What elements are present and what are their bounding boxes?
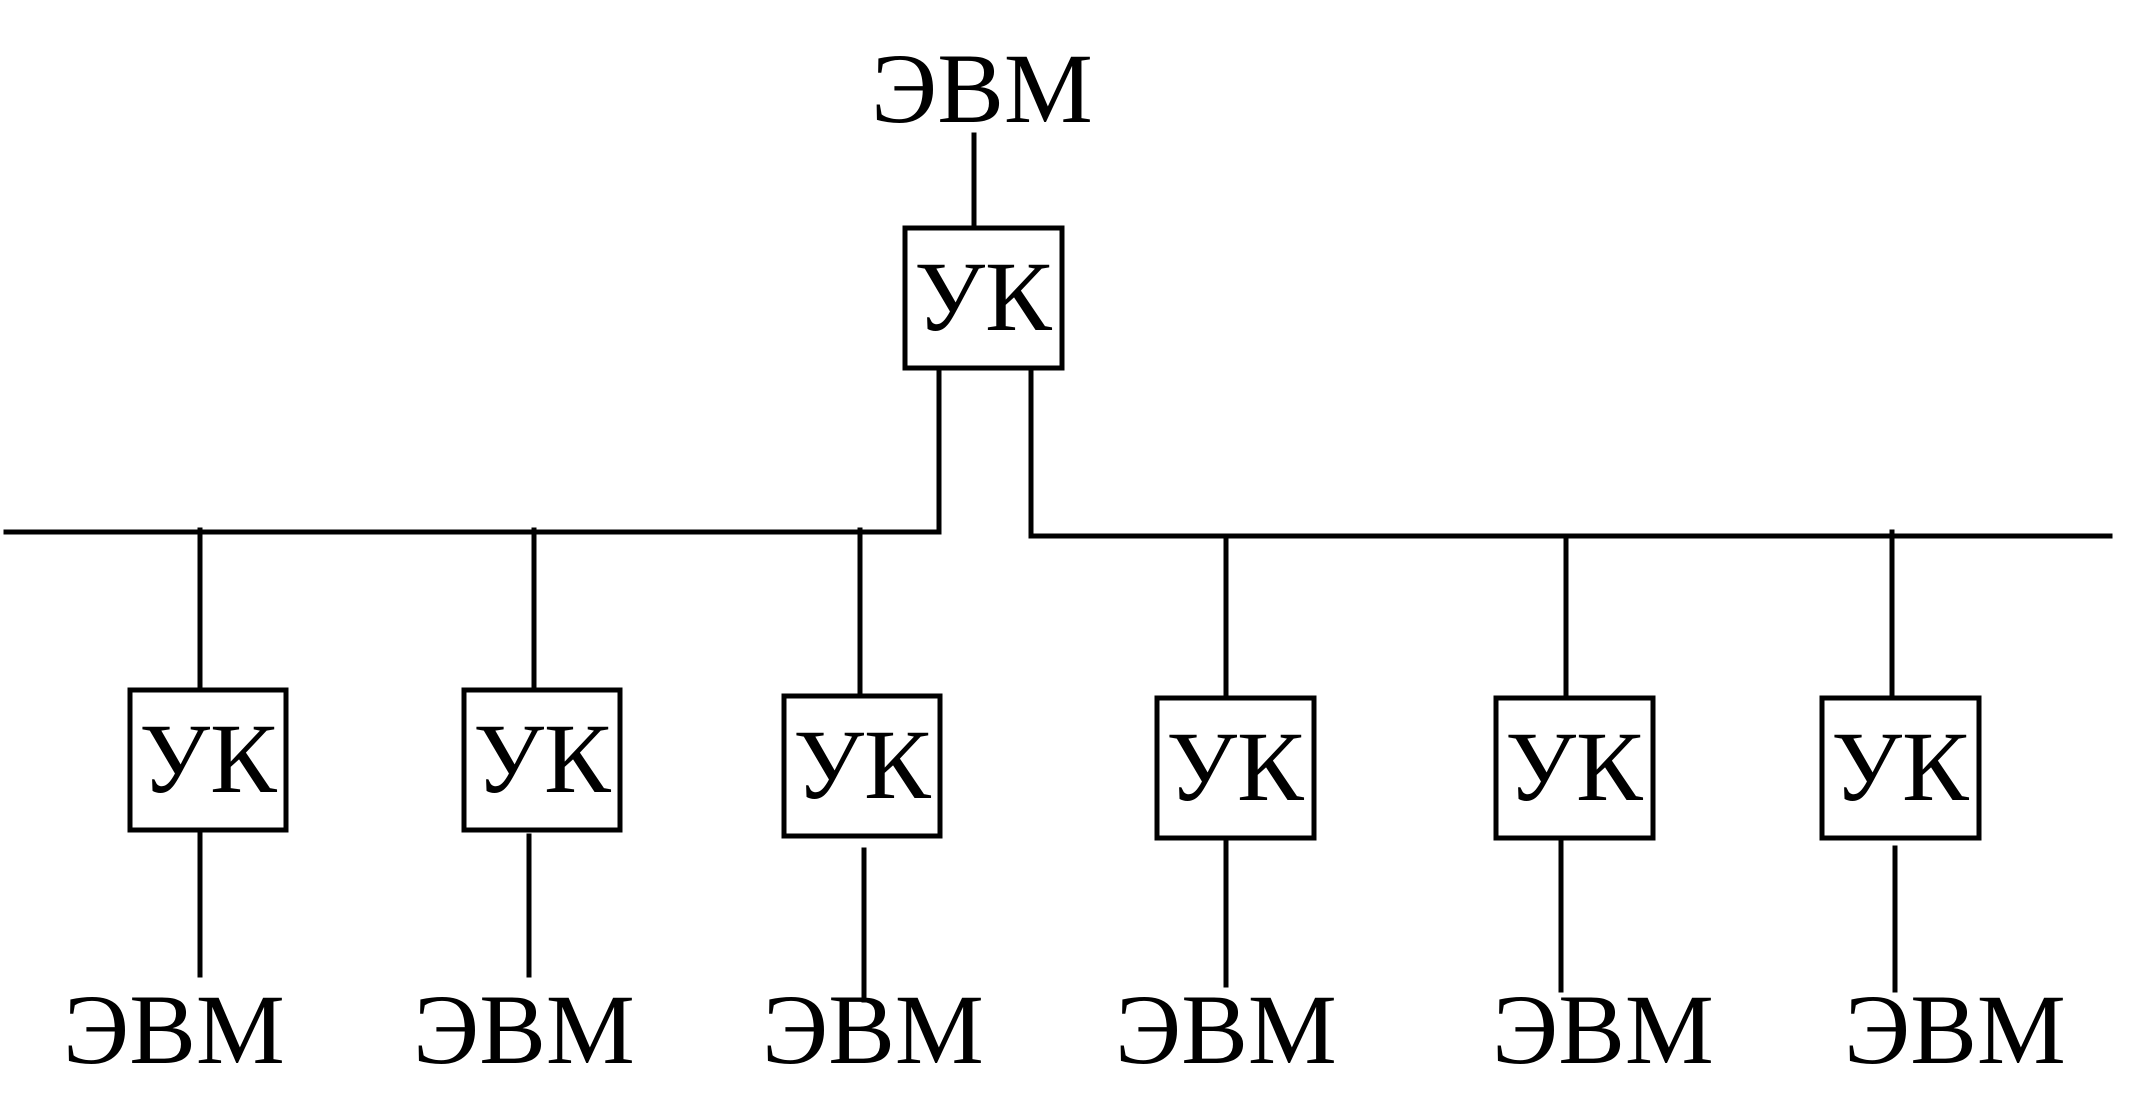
node-4-controller-label: УК [1166, 711, 1305, 822]
hub-controller-label: УК [914, 241, 1053, 352]
node-6-computer-label: ЭВМ [1844, 974, 2066, 1085]
node-5-controller-box [1493, 695, 1656, 841]
node-2-controller-box [461, 687, 623, 833]
node-2-controller-label: УК [473, 703, 612, 814]
node-1-computer-label: ЭВМ [63, 974, 285, 1085]
node-1: УК ЭВМ [63, 527, 289, 1085]
node-5-computer-label: ЭВМ [1492, 974, 1714, 1085]
node-3-computer-label: ЭВМ [762, 974, 984, 1085]
node-6: УК ЭВМ [1819, 529, 2066, 1085]
node-2: УК ЭВМ [413, 527, 635, 1085]
node-6-controller-label: УК [1831, 711, 1970, 822]
hub-computer-label: ЭВМ [871, 33, 1093, 144]
node-4-computer-label: ЭВМ [1115, 974, 1337, 1085]
node-1-controller-box [127, 687, 289, 833]
node-3: УК ЭВМ [762, 527, 984, 1085]
node-3-controller-label: УК [793, 709, 932, 820]
node-4-controller-box [1154, 695, 1317, 841]
node-2-computer-label: ЭВМ [413, 974, 635, 1085]
node-4: УК ЭВМ [1115, 535, 1337, 1085]
node-5-controller-label: УК [1505, 711, 1644, 822]
hub-controller-box [902, 225, 1065, 371]
node-1-controller-label: УК [139, 703, 278, 814]
node-5: УК ЭВМ [1492, 535, 1714, 1085]
node-6-controller-box [1819, 695, 1982, 841]
node-3-controller-box [781, 693, 943, 839]
